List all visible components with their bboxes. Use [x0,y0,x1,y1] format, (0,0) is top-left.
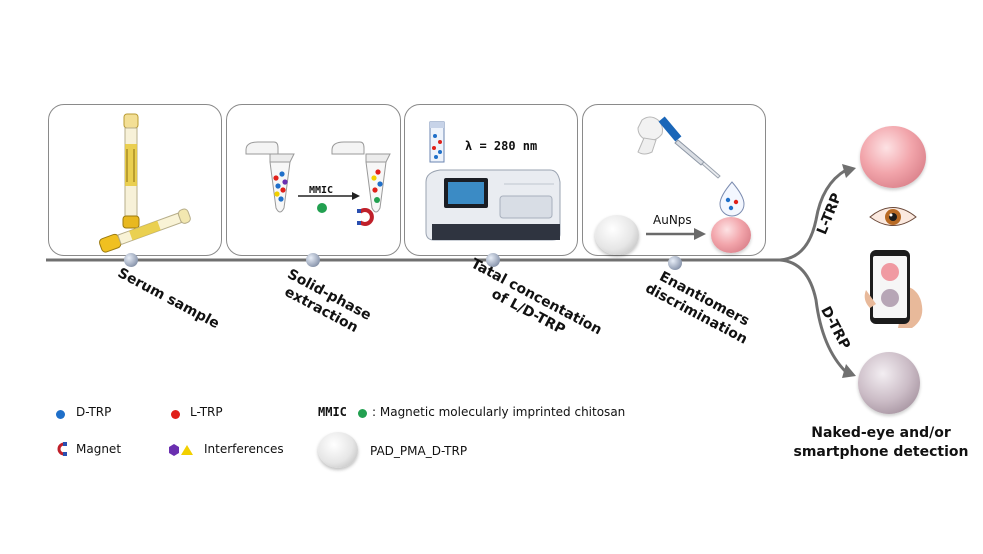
result-l-trp-sphere [860,126,926,188]
pad-sensor-aunps [711,217,751,253]
panel-serum-sample [48,104,222,256]
timeline-node-3 [486,253,500,267]
legend-d-trp-dot [56,410,65,419]
legend-interferences-label: Interferences [204,442,284,456]
result-d-trp-sphere [858,352,920,414]
legend-mmic-dot [358,409,367,418]
microtube-icon [245,141,295,213]
cuvette-icon [429,121,445,163]
timeline-node-2 [306,253,320,267]
wavelength-label: λ = 280 nm [465,139,538,153]
blood-tube-icon [98,113,191,253]
pad-sensor-blank [595,215,639,255]
legend-magnet-label: Magnet [76,442,122,456]
branch-label-d-trp: D-TRP [817,303,854,353]
spectrophotometer-icon [425,121,561,241]
eye-icon [869,207,917,226]
timeline-node-4 [668,256,682,270]
step-label-serum-sample: Serum sample [114,265,222,333]
panel-total-concentration: λ = 280 nm [404,104,578,256]
smartphone-icon [864,250,923,328]
panel-enantiomers-discrimination: AuNps [582,104,766,256]
legend-l-trp-label: L-TRP [190,405,223,419]
magnet-icon [357,208,374,226]
branch-label-l-trp: L-TRP [814,190,846,238]
mmic-label: MMIC [309,185,334,196]
legend-pad-label: PAD_PMA_D-TRP [370,444,468,458]
extraction-illustration [245,141,391,226]
panel-solid-phase-extraction: MMIC [226,104,401,256]
legend-mmic-description: : Magnetic molecularly imprinted chitosa… [372,405,626,419]
timeline-node-1 [124,253,138,267]
aunps-label: AuNps [653,213,692,227]
pipette-illustration [637,116,745,240]
pipette-icon [658,116,721,179]
magnet-icon [57,442,67,456]
interferences-icon [169,444,193,456]
legend-mmic-key: MMIC [318,405,347,419]
legend-l-trp-dot [171,410,180,419]
legend-pad-sensor [318,432,358,468]
legend-d-trp-label: D-TRP [76,405,112,419]
